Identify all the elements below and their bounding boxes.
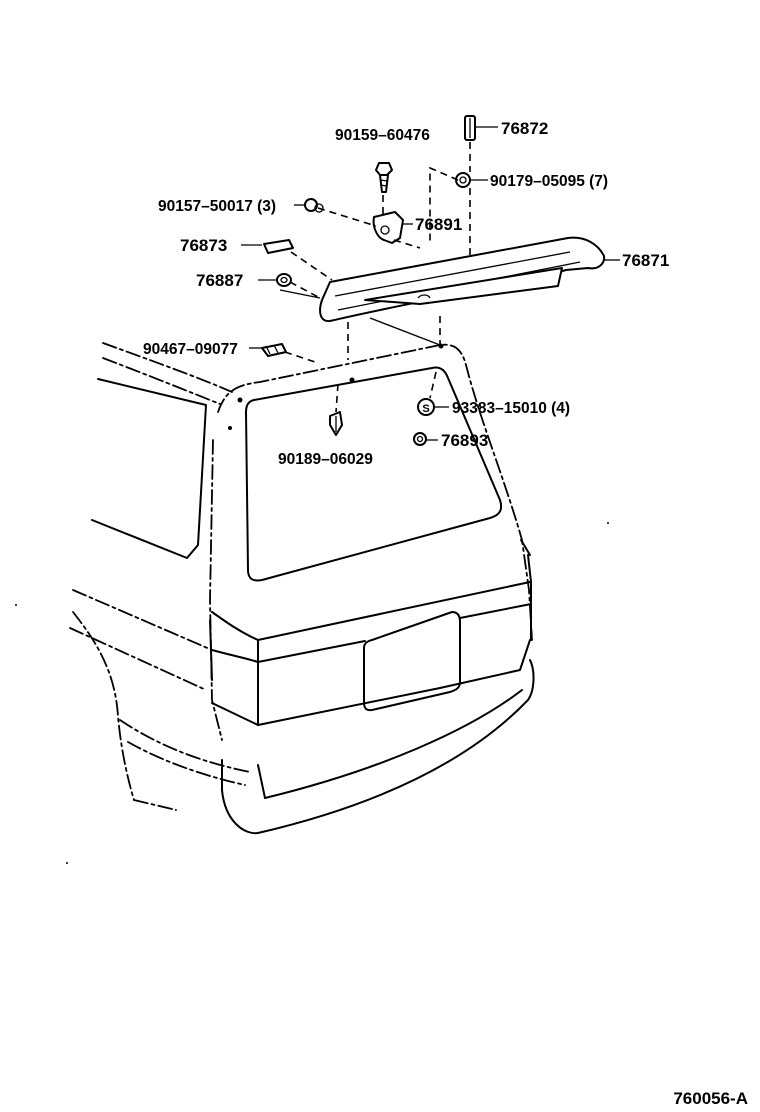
label-76873: 76873: [180, 236, 227, 255]
s-marker-symbol: S: [422, 403, 429, 415]
vehicle-body: [69, 342, 535, 835]
leader-lines: [241, 126, 620, 441]
label-76871: 76871: [622, 251, 669, 270]
label-90179-05095: 90179–05095 (7): [490, 173, 608, 190]
part-76872-insert: [464, 115, 476, 141]
part-90159-screw: [375, 162, 393, 193]
label-90467-09077: 90467–09077: [143, 341, 238, 358]
rear-bumper: [221, 659, 535, 835]
wheel-arch: [72, 611, 135, 801]
rear-window: [245, 366, 503, 582]
part-90157-nut: [304, 198, 324, 213]
part-90467-clip: [261, 343, 287, 357]
part-90189-clip: [329, 411, 343, 436]
part-76873-pad: [263, 239, 294, 254]
roof-outline: [102, 342, 233, 393]
tail-light-band: [211, 581, 531, 641]
label-93383-15010: 93383–15010 (4): [452, 400, 570, 417]
label-76891: 76891: [415, 215, 462, 234]
part-labels: 76872 90159–60476 90179–05095 (7) 90157–…: [143, 119, 748, 1108]
side-window: [91, 378, 207, 559]
part-76887-washer: [276, 273, 292, 287]
part-93383-s-nut: S: [417, 398, 435, 416]
label-76872: 76872: [501, 119, 548, 138]
label-76887: 76887: [196, 271, 243, 290]
part-90179-grommet: [455, 172, 471, 188]
license-plate-recess: [363, 611, 461, 712]
part-76891-bracket: [372, 211, 404, 244]
label-90157-50017: 90157–50017 (3): [158, 198, 276, 215]
label-90189-06029: 90189–06029: [278, 451, 373, 468]
label-76893: 76893: [441, 431, 488, 450]
rear-spoiler: [319, 236, 606, 323]
label-90159-60476: 90159–60476: [335, 127, 430, 144]
part-76893-nut: [413, 432, 427, 446]
diagram-id: 760056-A: [673, 1089, 748, 1108]
assembly-lines: [279, 142, 471, 413]
back-door-outline: [217, 343, 533, 641]
